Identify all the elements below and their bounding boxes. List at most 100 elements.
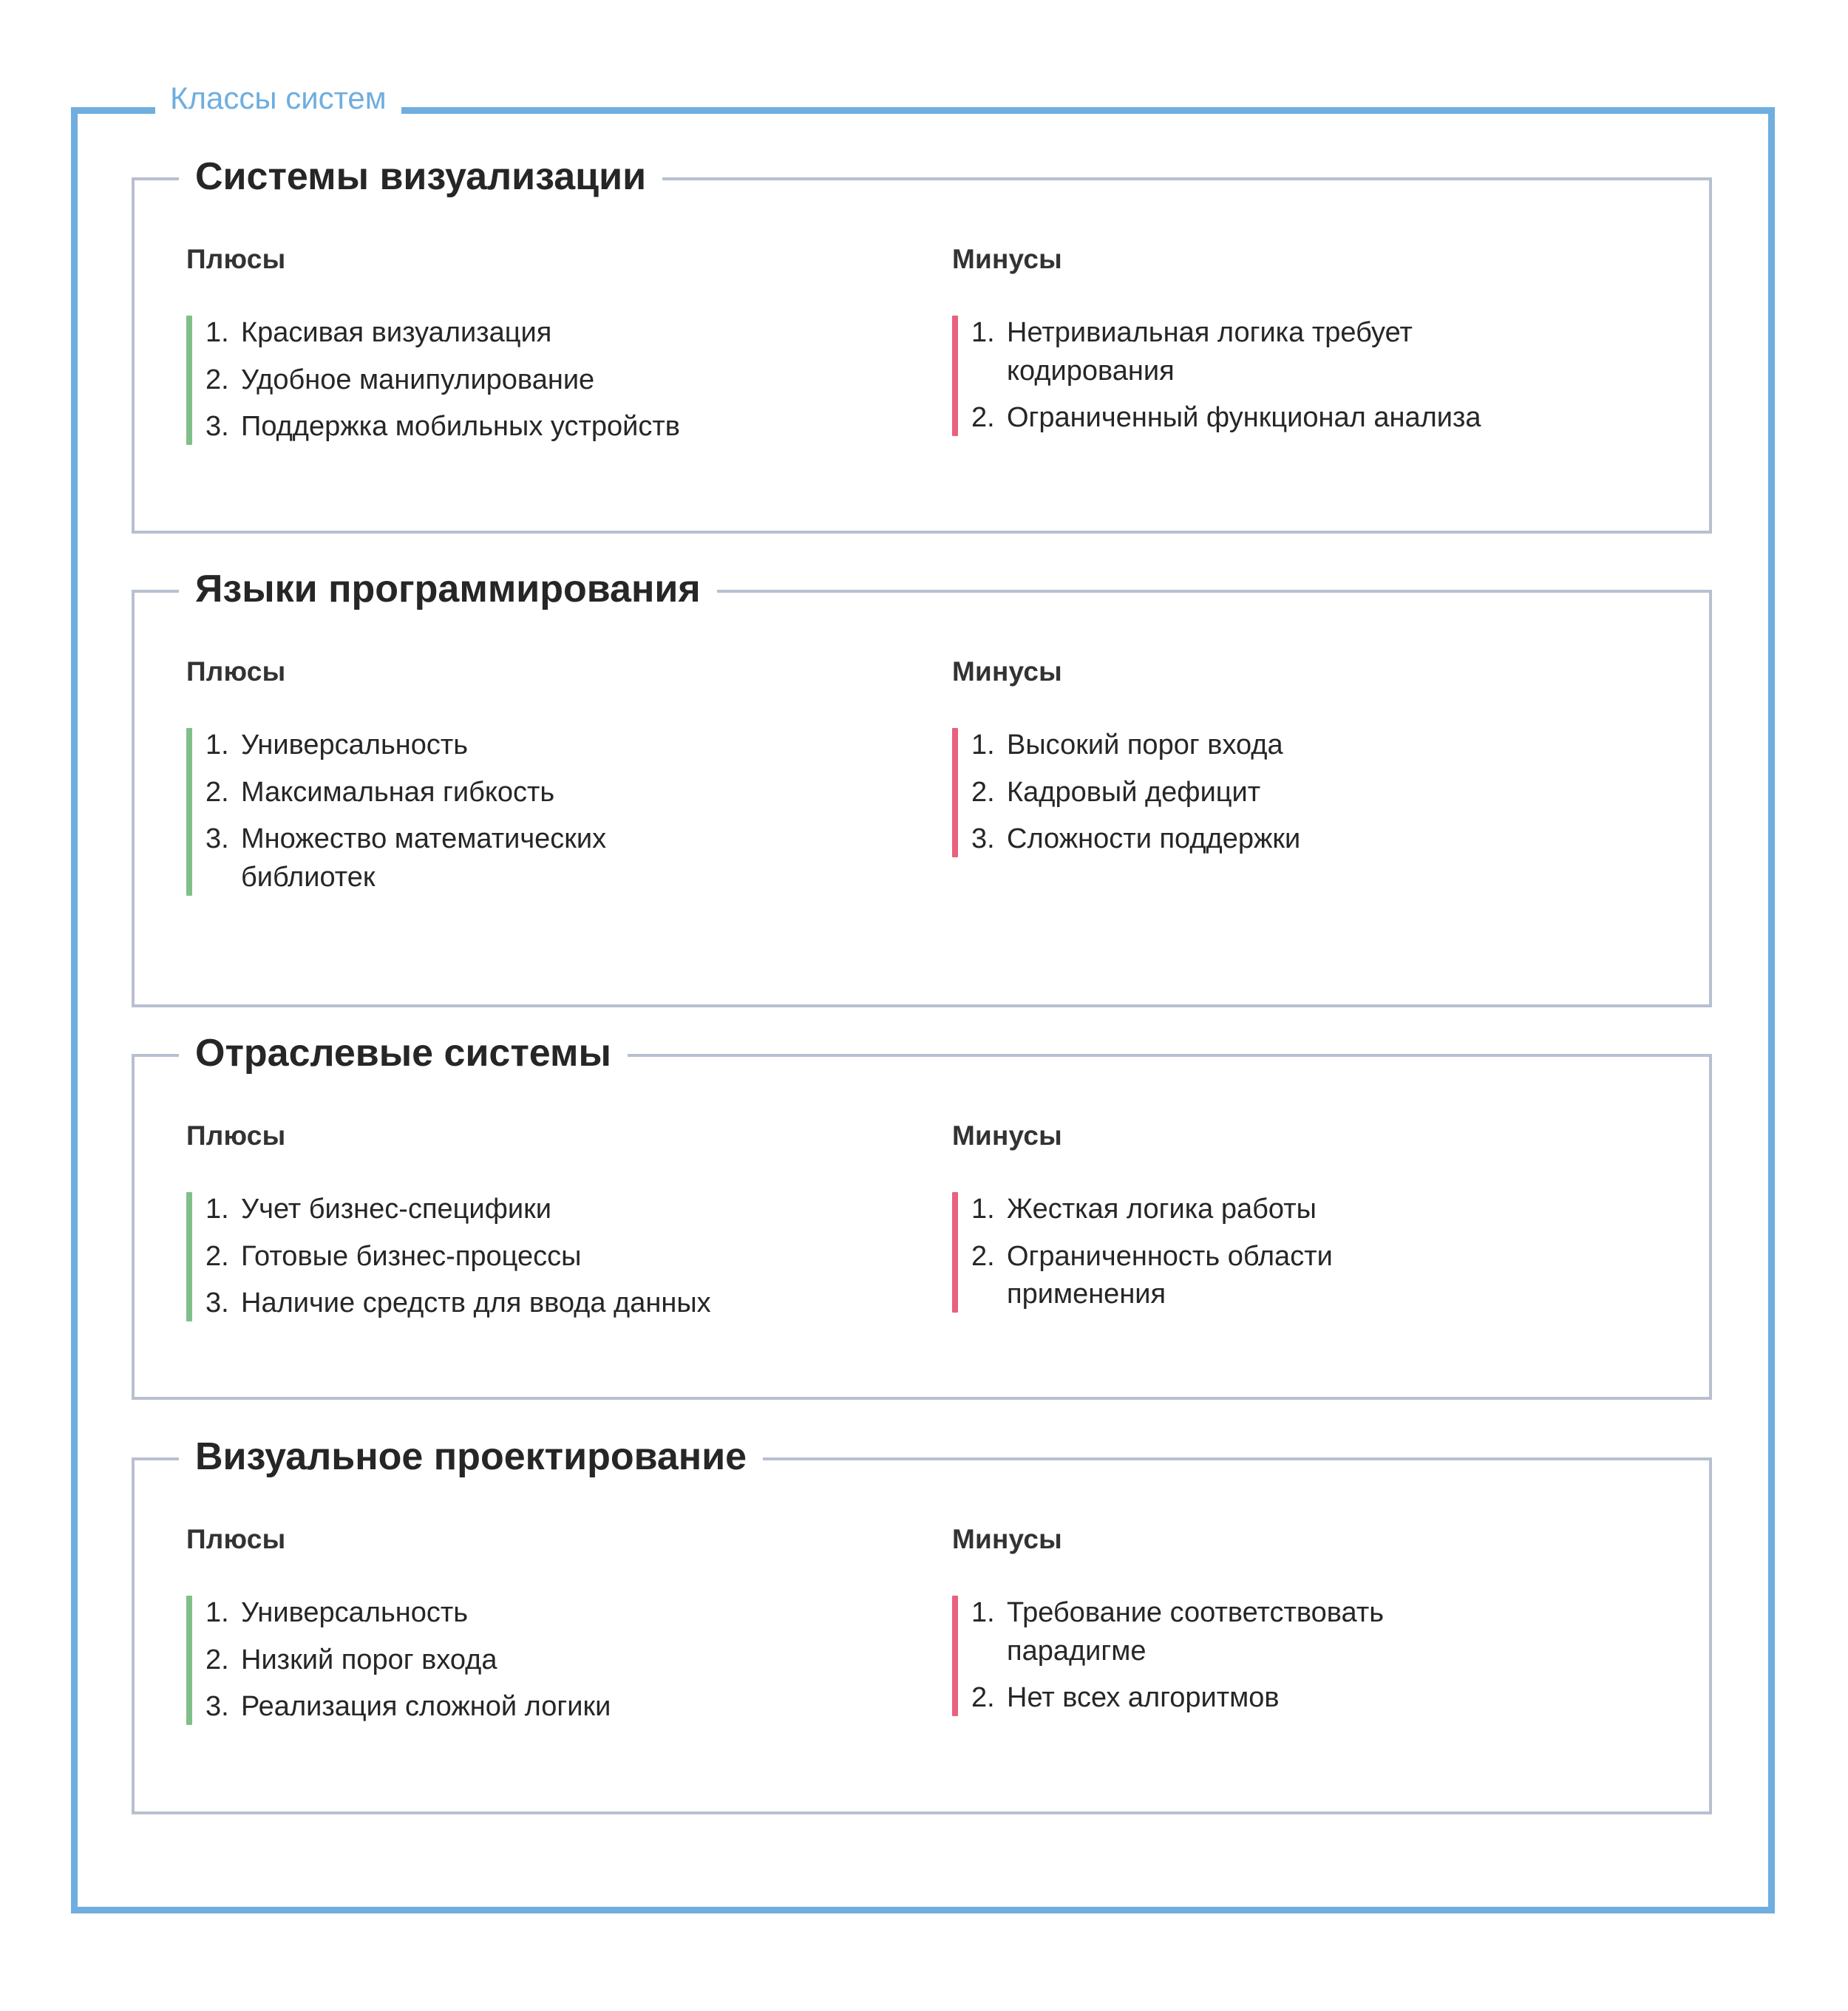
section-body-visual-design: Плюсы 1. Универсальность 2.Низкий порог в…	[132, 1525, 1712, 1821]
list-item: 3. Поддержка мобильных устройств	[186, 408, 948, 446]
list-item-number: 2.	[205, 776, 229, 808]
list-item-number: 1.	[971, 1597, 995, 1628]
section-title-visualization-systems: Системы визуализации	[179, 157, 663, 196]
list-item-text: Максимальная гибкость	[241, 776, 555, 808]
section-body-visualization-systems: Плюсы 1. Красивая визуализация 2. Удобное …	[132, 245, 1712, 541]
list-item-number: 3.	[205, 823, 229, 855]
cons-list: 1.Жесткая логика работы 2.Ограниченность…	[952, 1191, 1713, 1314]
cons-accent-bar	[952, 316, 958, 437]
pros-list: 1. Универсальность 2. Максимальная гибкост…	[186, 727, 948, 897]
list-item-number: 1.	[971, 317, 995, 348]
list-item-number: 2.	[971, 402, 995, 434]
list-item-number: 3.	[205, 1287, 229, 1319]
list-item-number: 1.	[205, 729, 229, 760]
cons-heading: Минусы	[952, 1120, 1062, 1151]
list-item-text: Универсальность	[241, 1597, 469, 1628]
pros-heading: Плюсы	[186, 656, 286, 687]
pros-column: Плюсы 1. Универсальность 2. Максимальная г…	[186, 658, 948, 897]
cons-accent-bar	[952, 1192, 958, 1313]
list-item: 2. Нет всех алгоритмов	[952, 1679, 1713, 1718]
section-title-visual-design: Визуальное проектирование	[179, 1437, 764, 1476]
list-item: 2.Низкий порог входа	[186, 1641, 948, 1680]
list-item: 2. Удобное манипулирование	[186, 361, 948, 400]
systems-classes-frame	[71, 107, 1775, 1913]
list-item-number: 2.	[205, 1644, 229, 1675]
section-body-programming-languages: Плюсы 1. Универсальность 2. Максимальная г…	[132, 658, 1712, 1013]
list-item-text: Высокий порог входа	[1007, 729, 1283, 760]
pros-heading: Плюсы	[186, 1524, 286, 1554]
list-item-text: Готовые бизнес-процессы	[241, 1240, 582, 1272]
cons-list: 1. Нетривиальная логика требует кодирован…	[952, 314, 1713, 438]
list-item-text: Нет всех алгоритмов	[1007, 1682, 1280, 1714]
list-item-text: Кадровый дефицит	[1007, 776, 1261, 808]
pros-heading: Плюсы	[186, 1120, 286, 1151]
list-item-number: 2.	[971, 1682, 995, 1714]
list-item-number: 1.	[205, 1597, 229, 1628]
list-item: 3. Реализация сложной логики	[186, 1688, 948, 1726]
list-item-text: Красивая визуализация	[241, 317, 552, 348]
list-item-text: Реализация сложной логики	[241, 1691, 611, 1723]
list-item-text: Учет бизнес-специфики	[241, 1194, 552, 1225]
list-item: 2. Ограниченный функционал анализа	[952, 399, 1713, 438]
list-item: 2.Кадровый дефицит	[952, 774, 1713, 812]
cons-column: Минусы 1. Нетривиальная логика требует ко…	[952, 245, 1713, 438]
list-item-text: Нетривиальная логика требует кодирования	[1007, 317, 1413, 387]
list-item-text: Ограниченный функционал анализа	[1007, 402, 1481, 434]
cons-list: 1. Требование соответствовать парадигме 2…	[952, 1594, 1713, 1718]
section-panel-visualization-systems	[132, 177, 1712, 534]
pros-accent-bar	[186, 316, 192, 446]
list-item: 2. Максимальная гибкость	[186, 774, 948, 812]
cons-column: Минусы 1.Жесткая логика работы 2.Огранич…	[952, 1122, 1713, 1314]
list-item-text: Удобное манипулирование	[241, 364, 595, 395]
pros-list: 1. Учет бизнес-специфики 2. Готовые бизнес…	[186, 1191, 948, 1323]
pros-column: Плюсы 1. Учет бизнес-специфики 2. Готовые …	[186, 1122, 948, 1323]
list-item: 1. Учет бизнес-специфики	[186, 1191, 948, 1229]
list-item: 2. Ограниченность области применения	[952, 1238, 1713, 1314]
list-item-number: 2.	[971, 1240, 995, 1272]
list-item-text: Жесткая логика работы	[1007, 1194, 1317, 1225]
cons-heading: Минусы	[952, 1524, 1062, 1554]
list-item-text: Наличие средств для ввода данных	[241, 1287, 711, 1319]
section-panel-industry-systems	[132, 1054, 1712, 1400]
list-item-number: 1.	[205, 317, 229, 348]
pros-accent-bar	[186, 728, 192, 896]
list-item: 1. Нетривиальная логика требует кодирован…	[952, 314, 1713, 390]
list-item-text: Множество математических библиотек	[241, 823, 607, 894]
cons-column: Минусы 1. Требование соответствовать пара…	[952, 1525, 1713, 1718]
list-item-number: 3.	[205, 1691, 229, 1723]
section-panel-programming-languages	[132, 590, 1712, 1007]
list-item: 3. Множество математических библиотек	[186, 820, 948, 896]
list-item-number: 2.	[205, 364, 229, 395]
pros-column: Плюсы 1. Красивая визуализация 2. Удобное …	[186, 245, 948, 446]
list-item-text: Требование соответствовать парадигме	[1007, 1597, 1385, 1667]
list-item-number: 1.	[971, 729, 995, 760]
pros-list: 1. Красивая визуализация 2. Удобное манипу…	[186, 314, 948, 446]
pros-column: Плюсы 1. Универсальность 2.Низкий порог в…	[186, 1525, 948, 1726]
list-item-text: Сложности поддержки	[1007, 823, 1301, 855]
section-body-industry-systems: Плюсы 1. Учет бизнес-специфики 2. Готовые …	[132, 1122, 1712, 1418]
list-item-number: 3.	[205, 411, 229, 443]
list-item: 3. Сложности поддержки	[952, 820, 1713, 859]
cons-accent-bar	[952, 1596, 958, 1717]
list-item: 1. Универсальность	[186, 727, 948, 765]
list-item-text: Ограниченность области применения	[1007, 1240, 1333, 1310]
pros-accent-bar	[186, 1192, 192, 1322]
list-item-text: Поддержка мобильных устройств	[241, 411, 680, 443]
cons-heading: Минусы	[952, 244, 1062, 274]
cons-accent-bar	[952, 728, 958, 858]
pros-heading: Плюсы	[186, 244, 286, 274]
list-item: 1. Требование соответствовать парадигме	[952, 1594, 1713, 1670]
cons-list: 1. Высокий порог входа 2.Кадровый дефицит…	[952, 727, 1713, 859]
section-title-programming-languages: Языки программирования	[179, 570, 717, 608]
list-item-number: 1.	[205, 1194, 229, 1225]
cons-column: Минусы 1. Высокий порог входа 2.Кадровый …	[952, 658, 1713, 859]
list-item-number: 3.	[971, 823, 995, 855]
list-item-text: Универсальность	[241, 729, 469, 760]
list-item: 1. Высокий порог входа	[952, 727, 1713, 765]
cons-heading: Минусы	[952, 656, 1062, 687]
section-title-industry-systems: Отраслевые системы	[179, 1034, 628, 1072]
pros-list: 1. Универсальность 2.Низкий порог входа 3…	[186, 1594, 948, 1726]
list-item: 2. Готовые бизнес-процессы	[186, 1238, 948, 1276]
list-item-number: 2.	[205, 1240, 229, 1272]
section-panel-visual-design	[132, 1457, 1712, 1814]
